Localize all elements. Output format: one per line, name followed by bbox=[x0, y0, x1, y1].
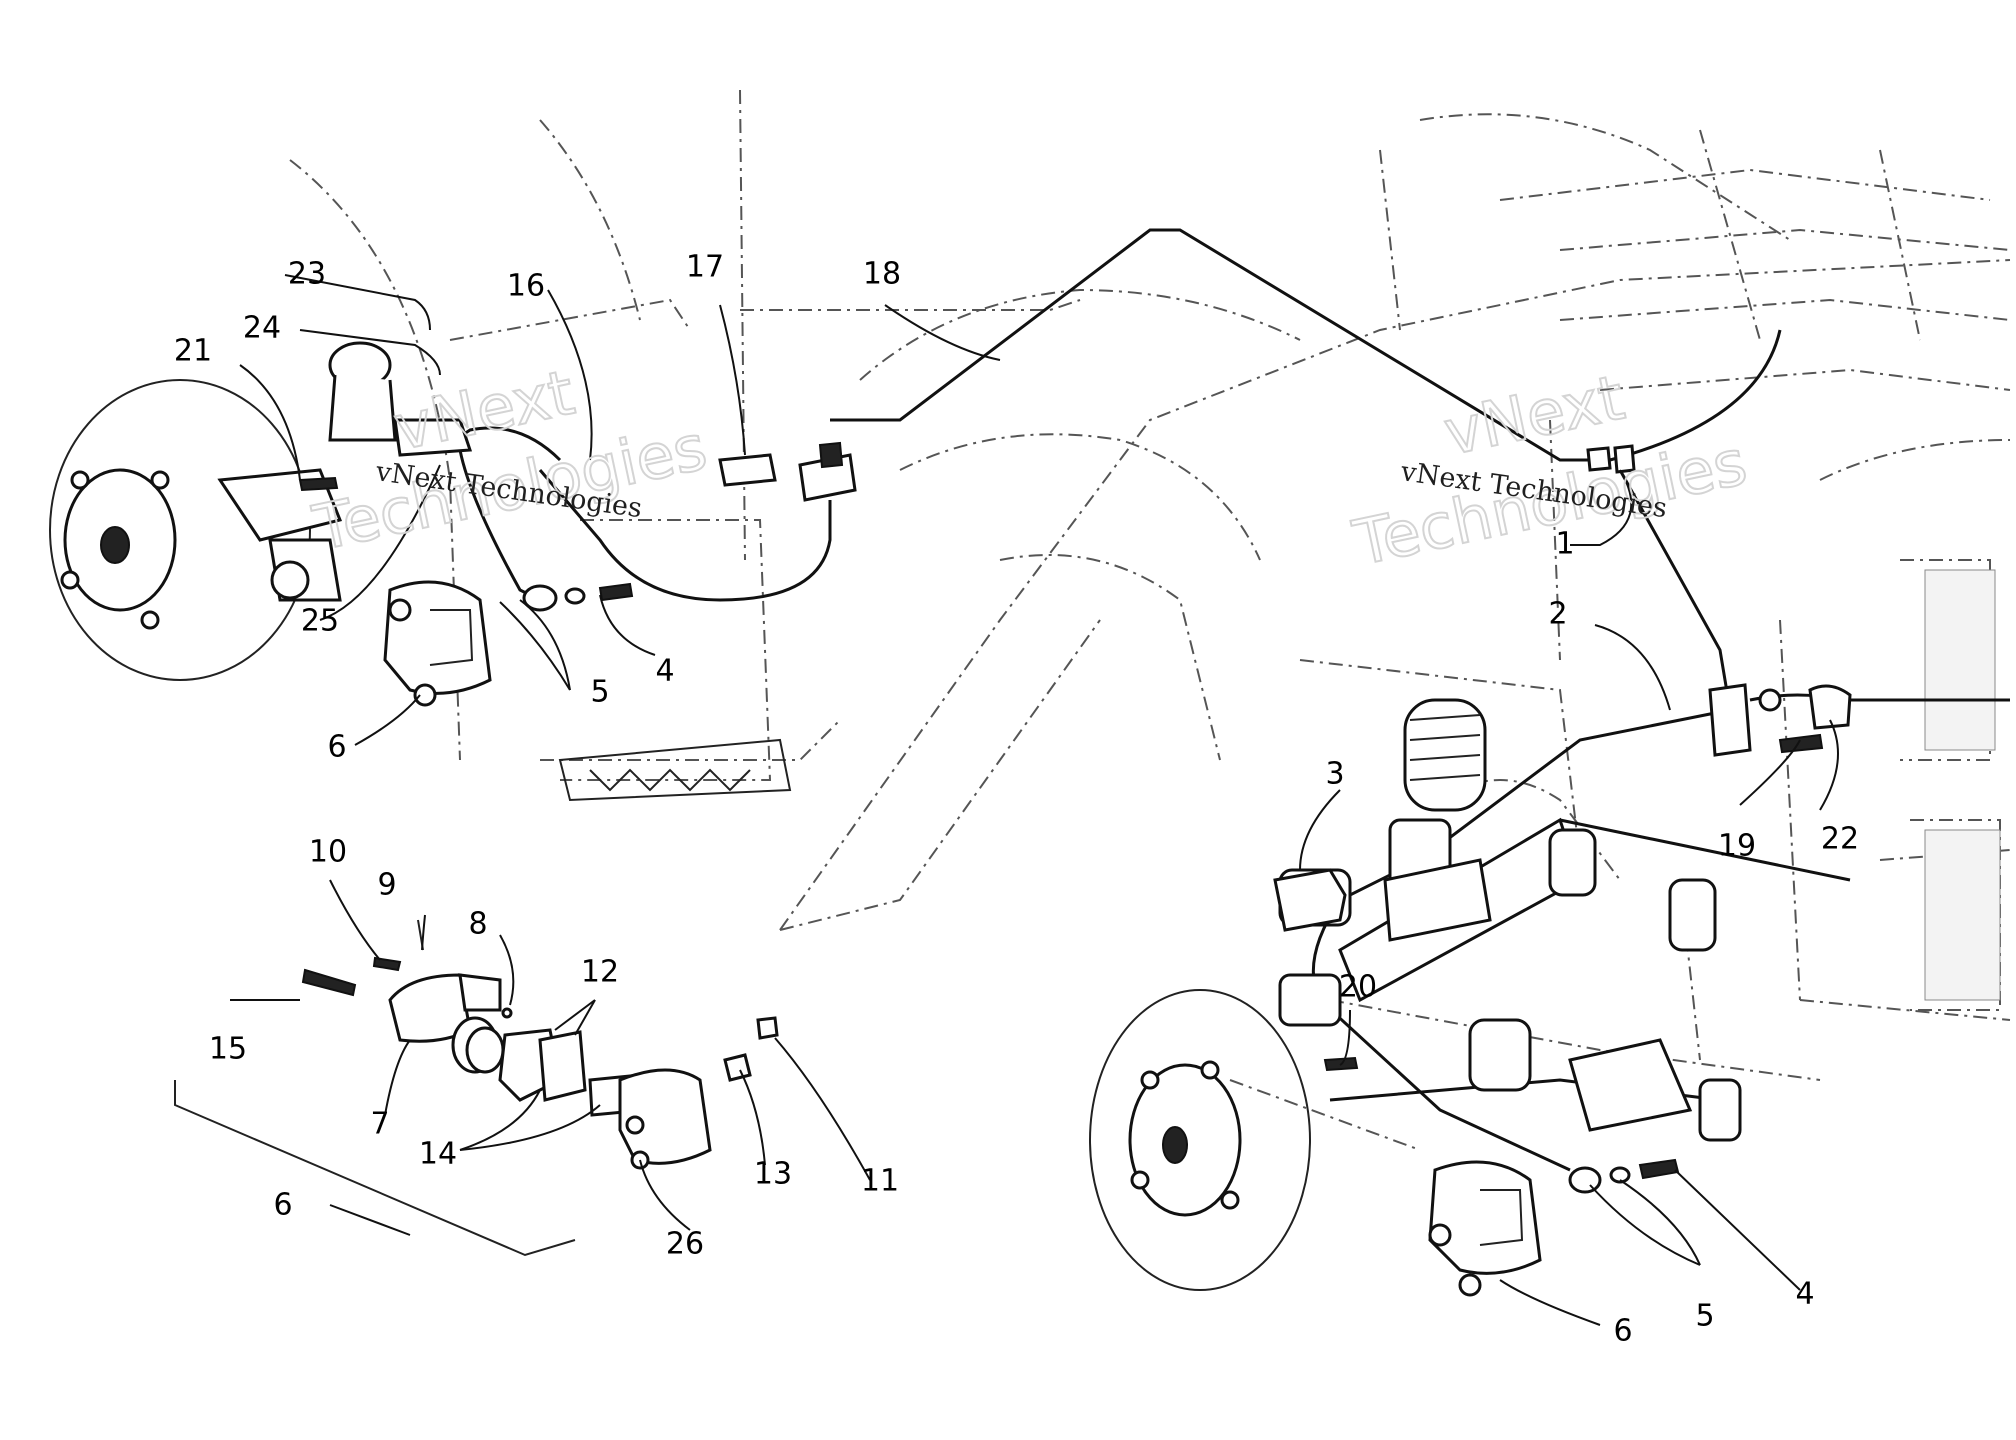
callout-2: 2 bbox=[1548, 597, 1567, 632]
callout-25: 25 bbox=[301, 604, 339, 639]
right-suspension-arms bbox=[1329, 817, 1851, 1142]
caliper-exploded-view bbox=[174, 919, 779, 1257]
brake-line-bracket bbox=[798, 441, 857, 502]
callout-7: 7 bbox=[370, 1107, 389, 1142]
callout-19: 19 bbox=[1718, 829, 1756, 864]
leader-lines bbox=[230, 274, 1839, 1326]
left-caliper bbox=[383, 580, 634, 707]
callout-4-right: 4 bbox=[1795, 1277, 1814, 1312]
callout-17: 17 bbox=[686, 250, 724, 285]
right-brake-junction bbox=[1586, 444, 1852, 757]
radiator-grille bbox=[1924, 569, 2001, 1001]
callout-1: 1 bbox=[1555, 527, 1574, 562]
callout-labels: 1 2 3 4 4 5 5 6 6 6 7 8 9 10 11 12 13 14… bbox=[174, 250, 1859, 1349]
brake-line-clip-17 bbox=[718, 453, 777, 487]
left-brake-rotor bbox=[49, 379, 311, 681]
watermark-right: vNext Technologies vNext Technologies bbox=[1346, 360, 1754, 581]
callout-8: 8 bbox=[468, 907, 487, 942]
callout-15: 15 bbox=[209, 1032, 247, 1067]
callout-16: 16 bbox=[507, 269, 545, 304]
vehicle-frame-outline bbox=[289, 89, 2011, 1151]
callout-4-left: 4 bbox=[655, 654, 674, 689]
callout-22: 22 bbox=[1821, 822, 1859, 857]
footrest bbox=[558, 738, 792, 802]
callout-26: 26 bbox=[666, 1227, 704, 1262]
callout-12: 12 bbox=[581, 955, 619, 990]
callout-24: 24 bbox=[243, 311, 281, 346]
callout-20: 20 bbox=[1339, 970, 1377, 1005]
callout-23: 23 bbox=[288, 257, 326, 292]
callout-21: 21 bbox=[174, 334, 212, 369]
left-knuckle bbox=[217, 468, 343, 602]
callout-18: 18 bbox=[863, 257, 901, 292]
callout-13: 13 bbox=[754, 1157, 792, 1192]
callout-6-right: 6 bbox=[1613, 1314, 1632, 1349]
callout-9: 9 bbox=[377, 868, 396, 903]
callout-6-left: 6 bbox=[327, 730, 346, 765]
right-brake-rotor bbox=[1089, 989, 1311, 1291]
callout-10: 10 bbox=[309, 835, 347, 870]
callout-11: 11 bbox=[861, 1164, 899, 1199]
callout-3: 3 bbox=[1325, 757, 1344, 792]
callout-14: 14 bbox=[419, 1137, 457, 1172]
brake-hose-clip-3 bbox=[1273, 868, 1347, 932]
callout-5-left: 5 bbox=[590, 675, 609, 710]
callout-5-right: 5 bbox=[1695, 1299, 1714, 1334]
right-shock-absorber bbox=[1383, 698, 1492, 942]
left-master-cylinder bbox=[328, 341, 473, 457]
callout-6-assembly: 6 bbox=[273, 1188, 292, 1223]
